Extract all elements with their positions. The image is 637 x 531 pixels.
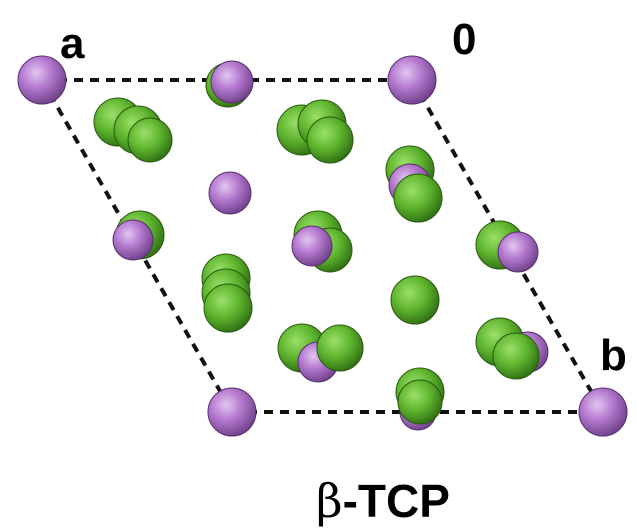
calcium-atom [207,387,257,437]
calcium-atom [387,55,437,105]
phosphate-atom [127,117,173,163]
axis-label-b: b [600,331,627,380]
calcium-atom [578,387,628,437]
phosphate-atom [390,275,440,325]
phosphate-atom [306,116,354,164]
axis-label-origin: 0 [452,15,477,64]
phosphate-atom [393,173,443,223]
calcium-atom [112,219,154,261]
phosphate-atom [316,324,364,372]
calcium-atom [291,225,333,267]
title-text: -TCP [342,475,450,527]
structure-title: β-TCP [316,478,450,524]
calcium-atom [17,55,67,105]
axis-label-a: a [60,19,85,68]
phosphate-atom [492,332,540,380]
calcium-atom [497,231,539,273]
calcium-atom [210,60,254,104]
atom-layer [17,55,628,437]
title-beta-symbol: β [316,474,343,528]
calcium-atom [208,171,252,215]
phosphate-atom [397,379,443,425]
phosphate-atom [203,283,253,333]
